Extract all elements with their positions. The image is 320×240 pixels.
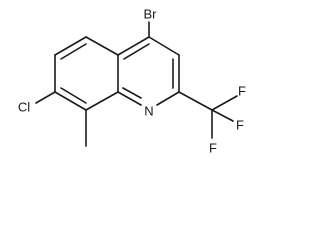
atom-label-f-top: F	[238, 84, 246, 99]
bond-cf3-f-top	[211, 95, 238, 111]
bond-n-c8a	[117, 91, 142, 106]
bond-n-c8a-double	[122, 87, 142, 99]
atom-label-cl: Cl	[18, 100, 30, 115]
atom-label-br: Br	[144, 7, 158, 22]
bond-c4a-c5	[85, 36, 119, 56]
atom-label-n: N	[144, 104, 153, 119]
bonds	[35, 21, 238, 147]
bond-c5-c6-double	[60, 43, 87, 60]
bond-c4a-c4	[117, 36, 150, 56]
bond-c2-n	[156, 91, 180, 106]
bond-c4a-c4-double	[123, 43, 150, 60]
bond-c7-c8	[54, 91, 87, 111]
bond-cf3-f-mid	[211, 109, 234, 122]
atom-labels: Br Cl N F F F	[18, 7, 246, 156]
bond-c7-c8-double	[60, 87, 87, 104]
atom-label-f-bot: F	[209, 141, 217, 156]
bond-c7-cl	[35, 91, 56, 104]
bond-c4-c3	[148, 36, 180, 56]
bond-c8-c8a	[85, 91, 119, 111]
molecule-canvas: Br Cl N F F F	[18, 7, 246, 156]
bond-c5-c6	[54, 36, 87, 56]
structure-diagram: Br Cl N F F F	[18, 7, 246, 156]
atom-label-f-mid: F	[236, 118, 244, 133]
bond-c2-cf3	[178, 91, 213, 111]
